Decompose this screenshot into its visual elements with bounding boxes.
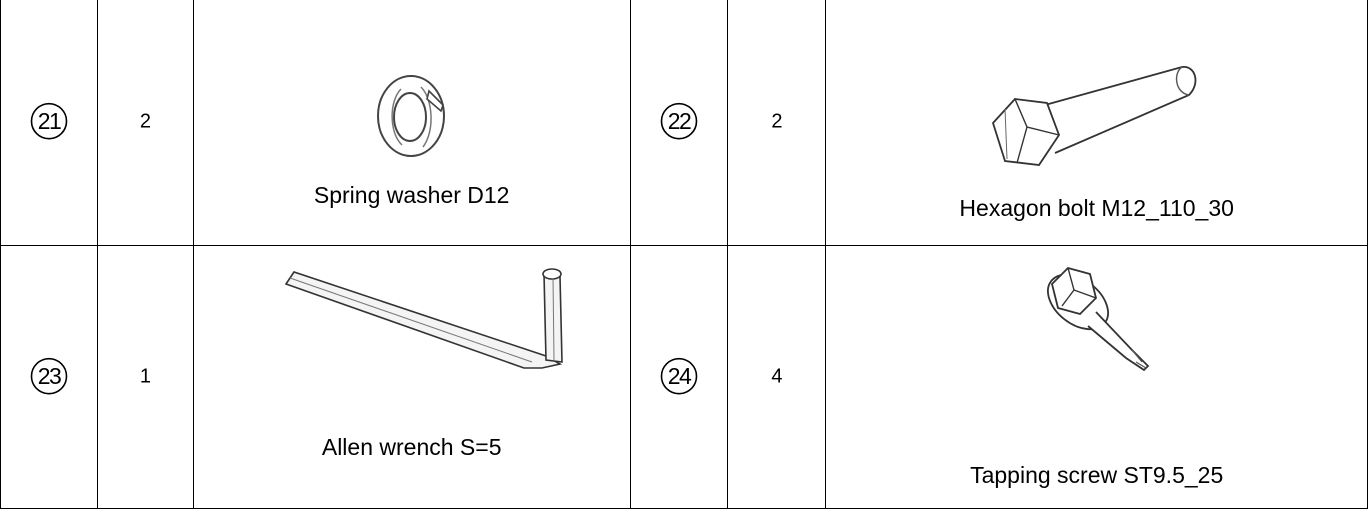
part-description: Tapping screw ST9.5_25: [970, 462, 1224, 488]
part-description: Spring washer D12: [313, 182, 510, 208]
part-detail-cell: Allen wrench S=5: [192, 245, 631, 509]
part-quantity-cell: 2: [727, 0, 827, 246]
allen-wrench-icon: [280, 264, 580, 389]
part-index-cell: 21: [0, 0, 98, 246]
part-quantity: 4: [771, 365, 783, 388]
parts-list-table: 21 2 Spring washer D12: [0, 0, 1368, 509]
part-detail-cell: Hexagon bolt M12_110_30: [825, 0, 1368, 246]
part-quantity: 2: [139, 110, 151, 133]
part-quantity-cell: 4: [727, 245, 827, 509]
part-description: Hexagon bolt M12_110_30: [959, 195, 1234, 221]
spring-washer-icon: [371, 71, 453, 166]
table-row: 23 1 Allen wrench S=5: [0, 245, 1368, 509]
part-quantity: 2: [771, 110, 783, 133]
circled-number: 21: [29, 101, 69, 141]
part-index-cell: 22: [629, 0, 729, 246]
part-index: 23: [38, 363, 61, 389]
hexagon-bolt-icon: [977, 53, 1217, 198]
part-detail-cell: Spring washer D12: [192, 0, 631, 246]
part-quantity-cell: 2: [96, 0, 194, 246]
table-row: 21 2 Spring washer D12: [0, 0, 1368, 246]
circled-number: 23: [29, 356, 69, 396]
part-description: Allen wrench S=5: [321, 434, 502, 460]
part-detail-cell: Tapping screw ST9.5_25: [825, 245, 1368, 509]
part-index-cell: 23: [0, 245, 98, 509]
circled-number: 24: [659, 356, 699, 396]
part-quantity: 1: [139, 365, 151, 388]
circled-number: 22: [659, 101, 699, 141]
part-index: 24: [668, 363, 692, 389]
part-index: 22: [668, 108, 691, 134]
part-index: 21: [38, 108, 61, 134]
part-quantity-cell: 1: [96, 245, 194, 509]
tapping-screw-icon: [1032, 262, 1162, 387]
part-index-cell: 24: [629, 245, 729, 509]
